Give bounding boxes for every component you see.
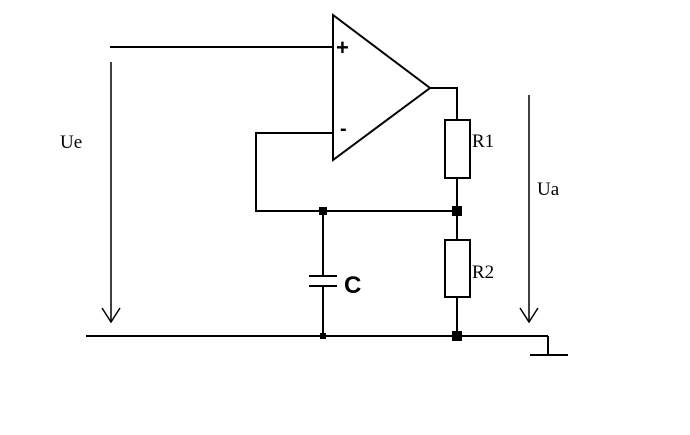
opamp-minus-sign: - — [340, 118, 347, 140]
ue-label: Ue — [60, 132, 82, 153]
feedback-wire — [255, 132, 457, 212]
junction-dot-r2-ground — [452, 331, 462, 341]
capacitor-label: C — [344, 272, 361, 299]
opamp-symbol — [332, 12, 432, 162]
ua-label: Ua — [537, 179, 560, 200]
resistor-r2-label: R2 — [472, 262, 494, 283]
resistor-r1-label: R1 — [472, 131, 494, 152]
output-wire — [430, 87, 458, 120]
resistor-r2 — [444, 239, 471, 298]
junction-dot-capacitor-ground — [320, 333, 326, 339]
resistor-r1 — [444, 119, 471, 179]
junction-dot-divider — [452, 206, 462, 216]
opamp-plus-sign: + — [336, 35, 349, 60]
junction-dot-feedback — [319, 207, 327, 215]
ua-arrow-head — [519, 307, 539, 324]
ue-arrow-head — [101, 307, 121, 324]
